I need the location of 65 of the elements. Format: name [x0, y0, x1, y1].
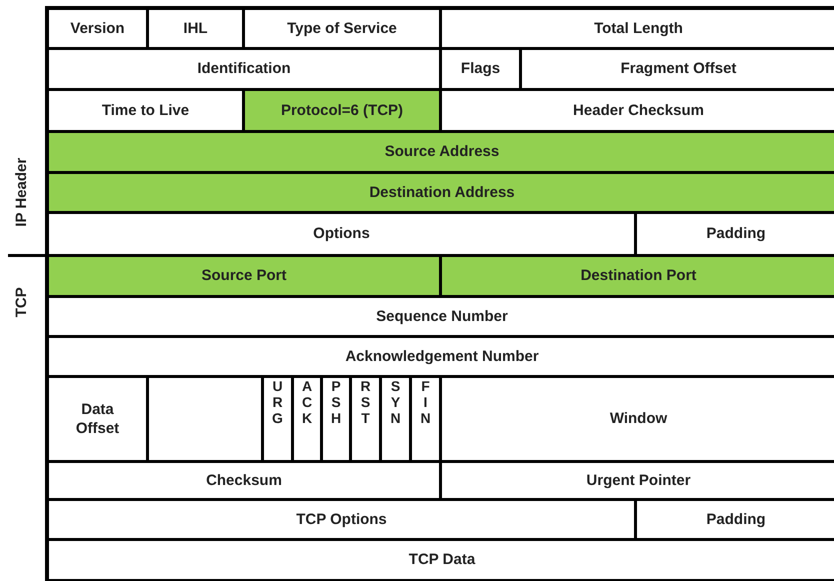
field-name: Flags — [460, 59, 502, 79]
flag-bit-field — [352, 378, 379, 460]
flag-bit-field — [294, 378, 320, 460]
header-field — [442, 50, 519, 88]
section-label: TCP — [12, 287, 31, 317]
flag-name: RST — [360, 378, 372, 426]
header-field — [49, 378, 146, 460]
header-field — [49, 10, 146, 47]
flag-name: PSH — [330, 378, 342, 426]
flag-bit-field — [323, 378, 349, 460]
flag-name: FIN — [420, 378, 432, 426]
header-field — [637, 501, 834, 538]
header-field — [442, 378, 834, 460]
flag-name: URG — [272, 378, 284, 426]
header-field — [442, 91, 834, 130]
flag-bit-field — [382, 378, 409, 460]
header-field — [49, 463, 439, 498]
field-name: Type of Service — [286, 18, 398, 38]
header-field — [442, 257, 834, 295]
header-field — [49, 257, 439, 295]
header-field — [49, 501, 634, 538]
field-name: Version — [69, 18, 126, 38]
field-name: Urgent Pointer — [585, 470, 692, 490]
header-field — [442, 463, 834, 498]
field-name: TCP Options — [295, 510, 388, 530]
field-name: Fragment Offset — [620, 59, 738, 79]
field-name: Padding — [705, 224, 767, 244]
header-field — [149, 10, 242, 47]
header-field — [49, 338, 834, 375]
flag-bit-field — [264, 378, 291, 460]
field-name: TCP Data — [408, 550, 476, 570]
reserved-field — [149, 378, 261, 460]
field-name: Sequence Number — [375, 306, 509, 326]
flag-bit-field — [412, 378, 439, 460]
field-name: Data Offset — [74, 400, 120, 438]
flag-name: SYN — [390, 378, 402, 426]
header-field — [49, 133, 834, 171]
field-name: Total Length — [593, 18, 684, 38]
header-field — [637, 214, 834, 254]
field-name: Source Port — [200, 266, 288, 286]
field-name: Protocol=6 (TCP) — [280, 100, 404, 120]
field-name: Acknowledgement Number — [344, 346, 540, 366]
field-name: Destination Address — [368, 182, 516, 202]
header-field — [49, 541, 834, 579]
header-field — [49, 214, 634, 254]
field-name: Time to Live — [100, 100, 190, 120]
field-name: IHL — [182, 18, 209, 38]
header-field — [245, 10, 439, 47]
field-name: Destination Port — [580, 266, 698, 286]
header-field — [49, 298, 834, 335]
header-field — [442, 10, 834, 47]
header-field — [49, 174, 834, 211]
field-name: Header Checksum — [572, 100, 705, 120]
section-label: IP Header — [12, 158, 31, 227]
field-name: Identification — [196, 59, 292, 79]
header-field — [49, 50, 439, 88]
field-name: Source Address — [384, 142, 500, 162]
field-name: Options — [312, 224, 371, 244]
field-name: Checksum — [205, 470, 283, 490]
field-name: Padding — [705, 510, 767, 530]
header-field — [245, 91, 439, 130]
header-field — [49, 91, 242, 130]
header-field — [522, 50, 834, 88]
flag-name: ACK — [301, 378, 313, 426]
field-name: Window — [608, 409, 668, 429]
